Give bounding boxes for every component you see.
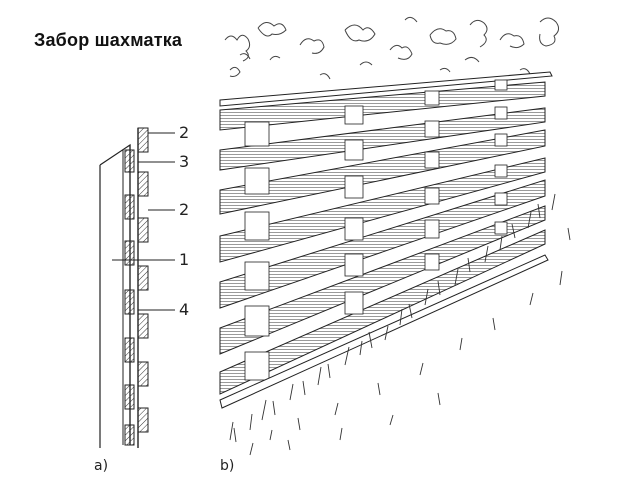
bottom-rail [219, 254, 549, 409]
callout-label: 2 [179, 123, 190, 142]
fence-posts [244, 79, 508, 381]
cross-section-view [99, 127, 175, 448]
callout-leaders [112, 132, 175, 311]
callout-label: 4 [179, 300, 190, 319]
boards-left-row [124, 149, 135, 446]
boards-right-row [137, 127, 149, 433]
figure-a-caption: a) [94, 458, 109, 474]
foliage-background [224, 16, 560, 80]
grass [229, 193, 571, 456]
callout-label: 1 [179, 250, 190, 269]
top-rail [219, 71, 553, 107]
diagram-title: Забор шахматка [34, 30, 183, 50]
perspective-fence-view [219, 16, 571, 456]
fence-boards [219, 81, 546, 395]
callout-label: 3 [179, 152, 190, 171]
figure-b-caption: b) [220, 458, 235, 474]
callout-label: 2 [179, 200, 190, 219]
